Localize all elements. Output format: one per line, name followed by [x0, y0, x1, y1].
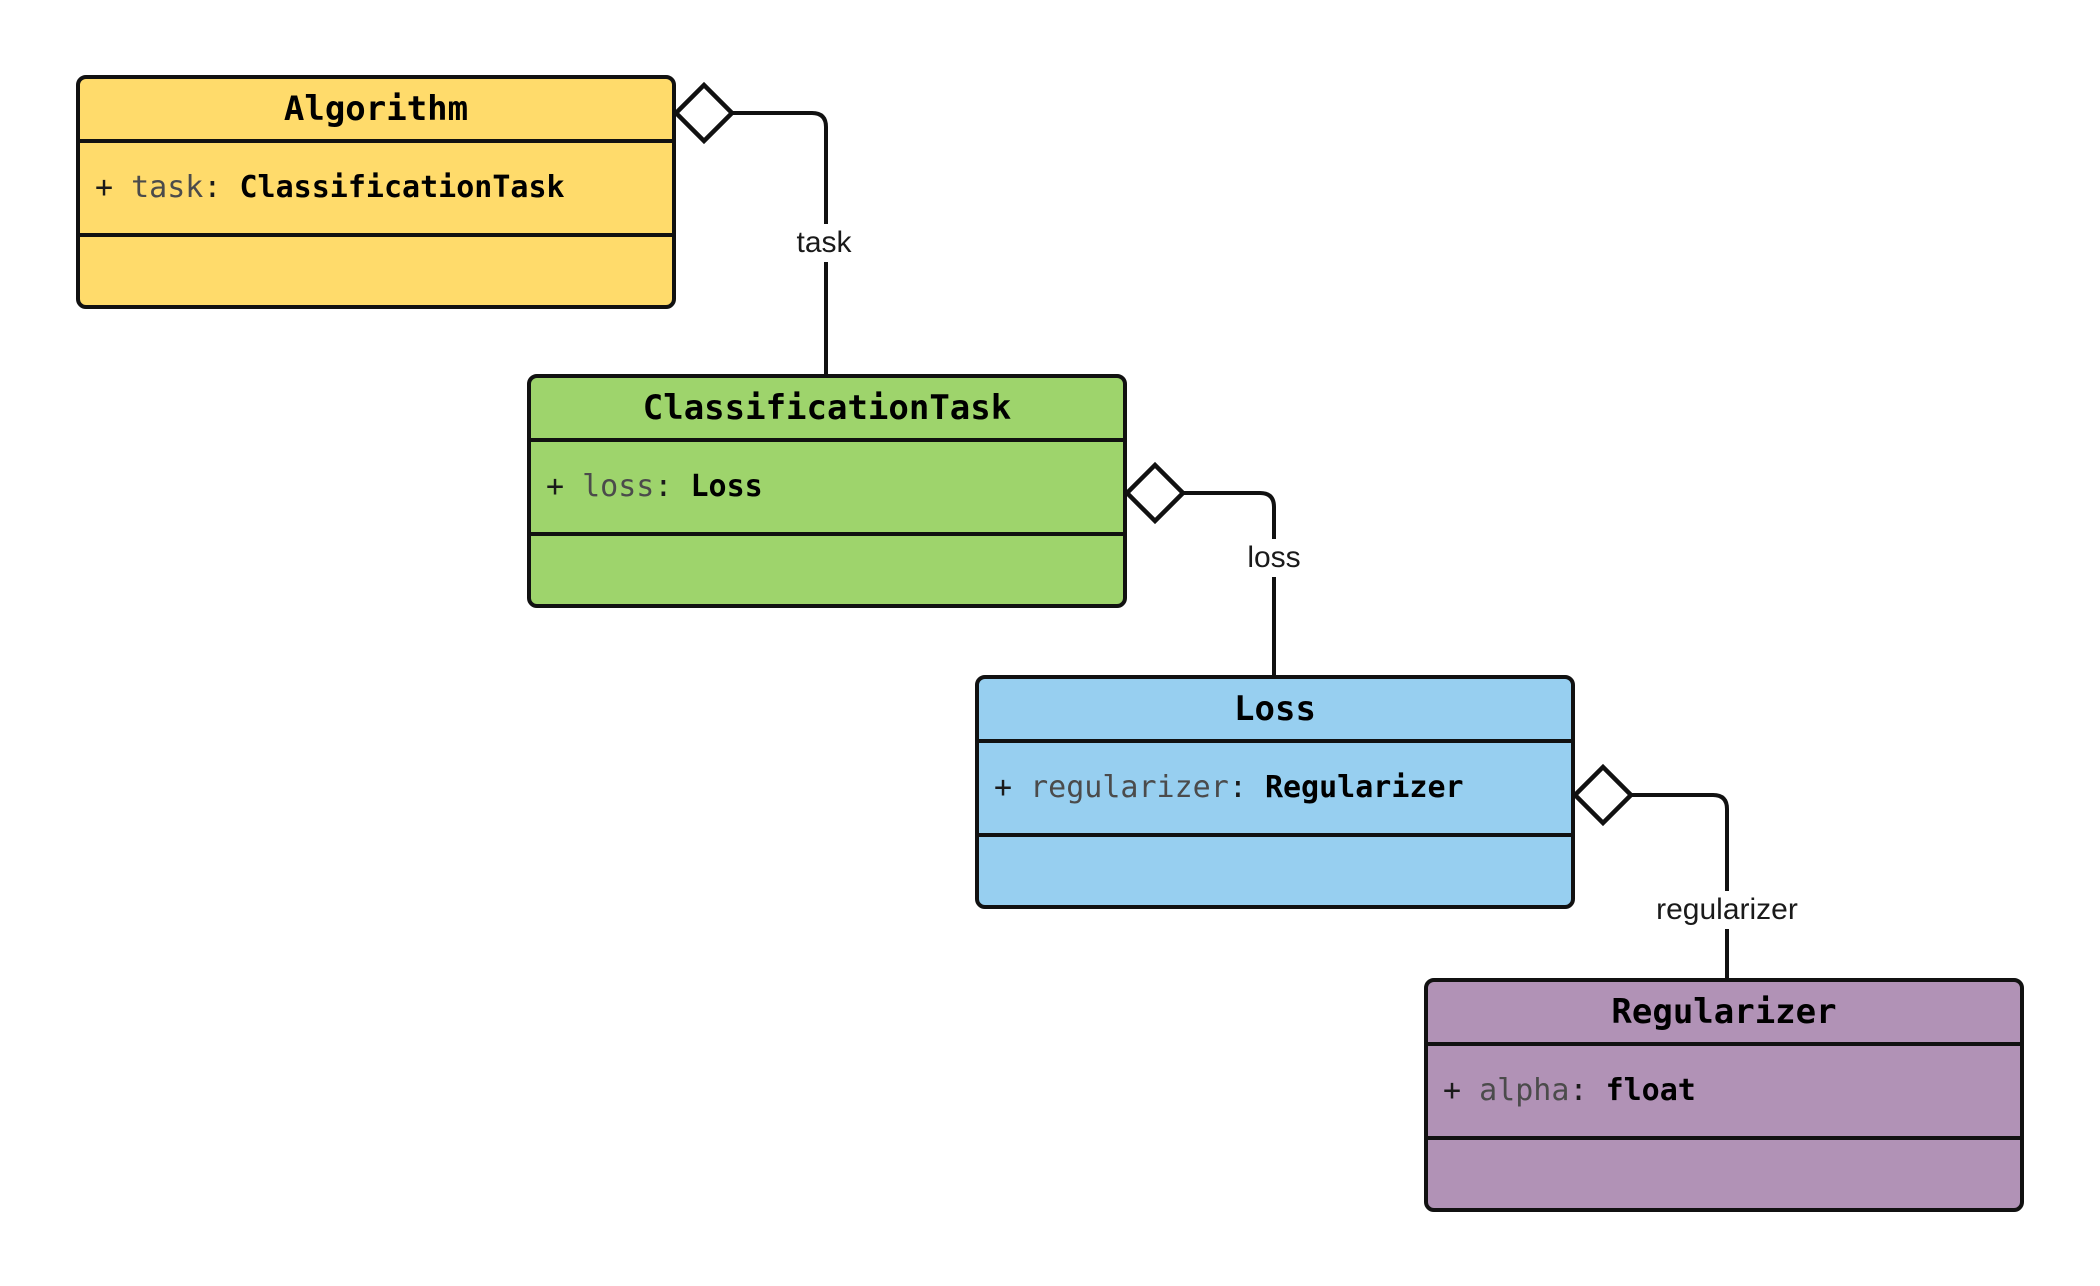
spacer	[564, 469, 582, 504]
attribute-name: regularizer	[1030, 770, 1229, 805]
aggregation-diamond-icon	[1571, 763, 1635, 827]
spacer	[221, 170, 239, 205]
class-title: Loss	[1234, 689, 1316, 729]
attribute-type: Regularizer	[1264, 770, 1464, 805]
attribute-visibility: +	[994, 770, 1013, 805]
attribute-name: loss	[582, 469, 655, 504]
class-attribute-row: + regularizer: Regularizer	[979, 739, 1571, 833]
attribute-visibility: +	[95, 170, 114, 205]
aggregation-diamond-icon	[672, 81, 736, 145]
class-box-classificationtask: ClassificationTask + loss: Loss	[527, 374, 1127, 608]
class-attribute-row: + alpha: float	[1428, 1042, 2020, 1136]
class-methods-compartment-empty	[531, 532, 1123, 604]
edge-label-task: task	[788, 224, 860, 262]
class-box-loss: Loss + regularizer: Regularizer	[975, 675, 1575, 909]
attribute-colon: :	[654, 469, 673, 504]
spacer	[1461, 1073, 1479, 1108]
attribute-colon: :	[1569, 1073, 1588, 1108]
class-attribute-row: + loss: Loss	[531, 438, 1123, 532]
spacer	[1588, 1073, 1606, 1108]
attribute-type: Loss	[690, 469, 763, 504]
attribute-visibility: +	[1443, 1073, 1462, 1108]
spacer	[1012, 770, 1030, 805]
aggregation-diamond-icon	[1123, 461, 1187, 525]
spacer	[1247, 770, 1265, 805]
class-title: ClassificationTask	[642, 388, 1012, 428]
attribute-colon: :	[1228, 770, 1247, 805]
class-methods-compartment-empty	[80, 233, 672, 305]
attribute-name: task	[131, 170, 204, 205]
class-box-algorithm: Algorithm + task: ClassificationTask	[76, 75, 676, 309]
spacer	[672, 469, 690, 504]
class-box-regularizer: Regularizer + alpha: float	[1424, 978, 2024, 1212]
edge-label-loss: loss	[1239, 539, 1309, 577]
edge-regularizer	[1631, 793, 1729, 978]
spacer	[113, 170, 131, 205]
attribute-name: alpha	[1479, 1073, 1570, 1108]
class-title: Regularizer	[1611, 992, 1837, 1032]
attribute-colon: :	[203, 170, 222, 205]
class-methods-compartment-empty	[1428, 1136, 2020, 1208]
attribute-type: ClassificationTask	[239, 170, 565, 205]
class-attribute-row: + task: ClassificationTask	[80, 139, 672, 233]
class-title: Algorithm	[283, 89, 469, 129]
attribute-type: float	[1605, 1073, 1696, 1108]
edge-loss	[1183, 491, 1276, 675]
edge-label-regularizer: regularizer	[1648, 891, 1806, 929]
attribute-visibility: +	[546, 469, 565, 504]
class-methods-compartment-empty	[979, 833, 1571, 905]
